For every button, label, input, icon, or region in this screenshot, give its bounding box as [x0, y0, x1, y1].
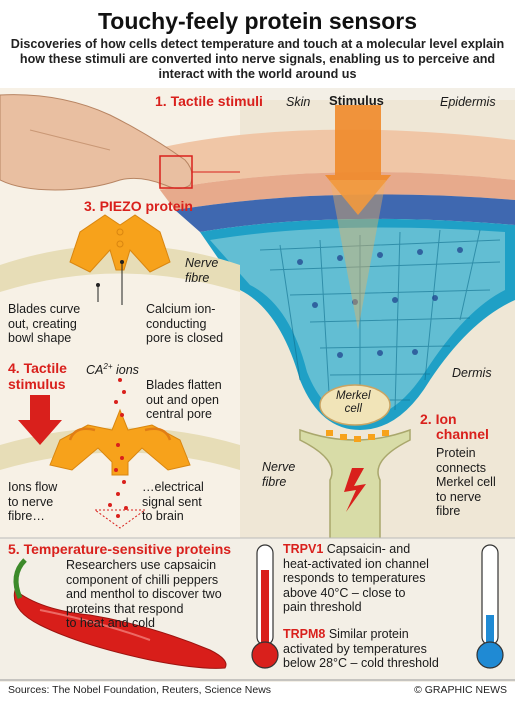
diagram-illustration [0, 88, 515, 682]
skin-label: Skin [286, 95, 311, 109]
epidermis-label: Epidermis [440, 95, 496, 109]
section-2-heading: 2. Ion channel [420, 411, 489, 442]
dermis-label: Dermis [452, 366, 492, 380]
stimulus-beam [335, 105, 381, 175]
stimulus-label: Stimulus [329, 93, 384, 108]
page-title: Touchy-feely protein sensors [97, 8, 418, 34]
skin-blue-layer [175, 194, 515, 232]
trpm8-description: TRPM8 Similar protein activated by tempe… [283, 627, 439, 670]
chilli-stem [13, 558, 27, 599]
skin-surface-layer [150, 129, 515, 190]
ca-ions-label: CA2+ ions [86, 362, 139, 378]
trpv1-description: TRPV1 Capsaicin- and heat-activated ion … [283, 542, 429, 614]
merkel-cell [319, 384, 391, 426]
section-5-heading: 5. Temperature-sensitive proteins [8, 541, 232, 557]
sources-footer: Sources: The Nobel Foundation, Reuters, … [8, 684, 272, 696]
ca-ions [108, 378, 128, 518]
piezo-open [49, 408, 191, 476]
stimulus-arrow [325, 175, 391, 215]
credit-footer: © GRAPHIC NEWS [414, 684, 507, 696]
tactile-stimulus-arrow [18, 395, 62, 445]
section-4-heading: 4. Tactile stimulus [8, 360, 67, 392]
page-subtitle: Discoveries of how cells detect temperat… [10, 37, 505, 81]
nerve-fibre [299, 428, 411, 581]
section-1-heading: 1. Tactile stimuli [155, 93, 263, 109]
electric-signal-icon [344, 468, 366, 512]
section-3-heading: 3. PIEZO protein [84, 198, 193, 214]
